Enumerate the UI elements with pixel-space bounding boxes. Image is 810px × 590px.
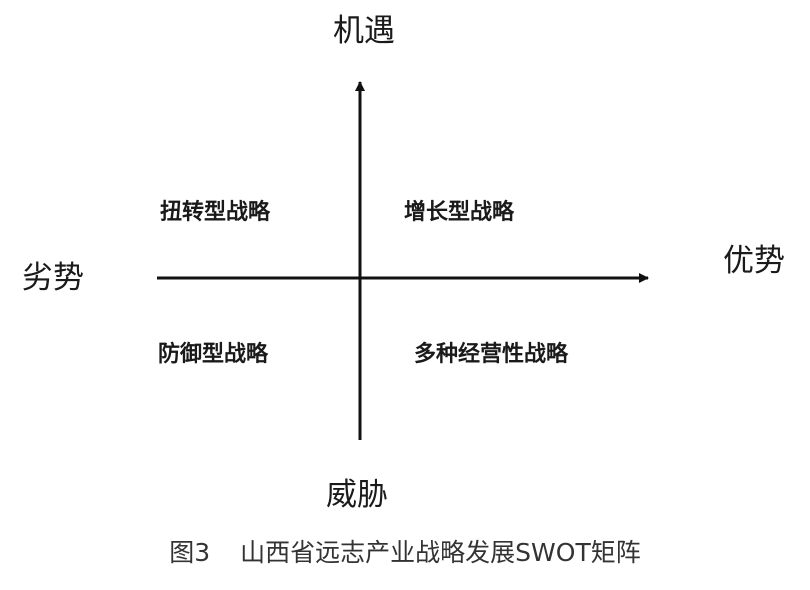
axis-label-opportunities: 机遇 [333, 13, 395, 49]
quadrant-diversification-strategy: 多种经营性战略 [414, 342, 569, 367]
quadrant-turnaround-strategy: 扭转型战略 [160, 200, 271, 225]
figure-title: 山西省远志产业战略发展SWOT矩阵 [240, 538, 641, 567]
figure-number: 图3 [169, 538, 211, 567]
axis-label-strengths: 优势 [723, 243, 785, 279]
quadrant-growth-strategy: 增长型战略 [404, 200, 515, 225]
axis-label-weaknesses: 劣势 [22, 260, 84, 296]
quadrant-defensive-strategy: 防御型战略 [158, 342, 269, 367]
figure-caption: 图3 山西省远志产业战略发展SWOT矩阵 [0, 540, 810, 565]
axis-label-threats: 威胁 [326, 477, 388, 513]
